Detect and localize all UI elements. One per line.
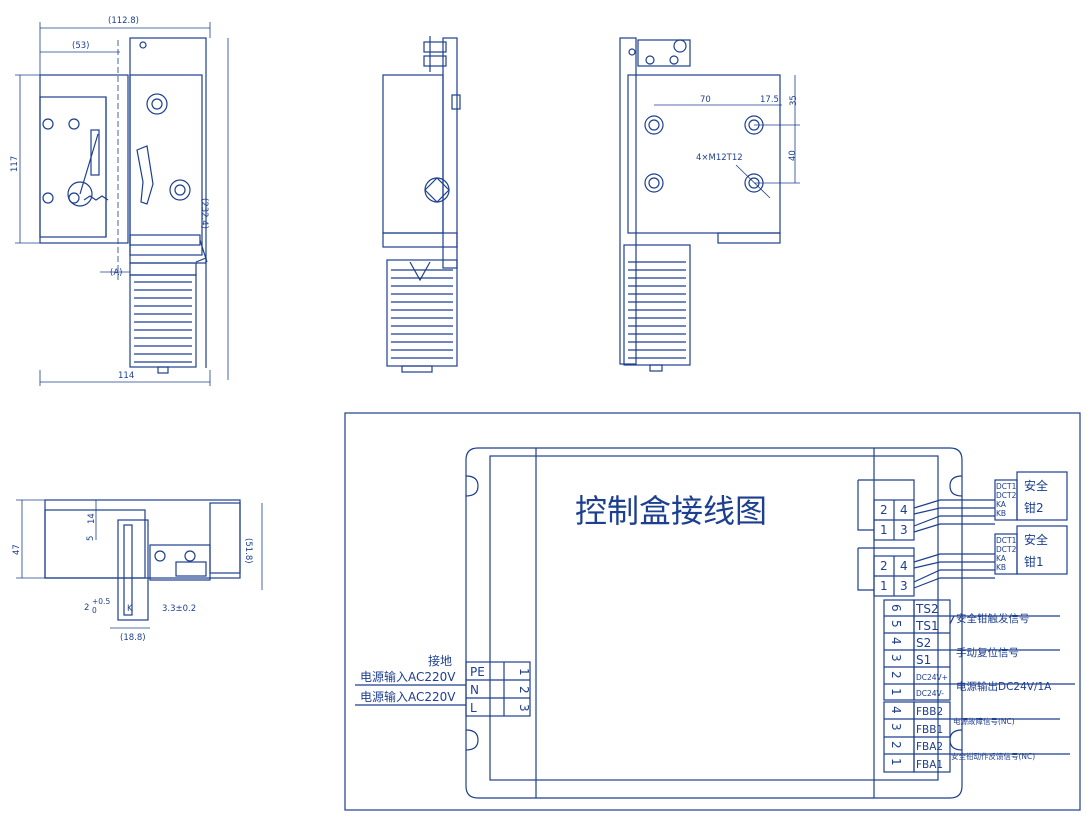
dim-bottom-2: 2 [84, 603, 89, 613]
side-view [382, 36, 461, 373]
clamp2-pin-dct1: DCT1 [996, 482, 1017, 491]
clamp1-conn-3: 3 [900, 579, 908, 593]
clamp1-pin-ka: KA [996, 554, 1007, 563]
fb-terminal-4-num: 4 [889, 706, 903, 714]
terminal-s1: S1 [916, 653, 931, 667]
fb-terminal-1-num: 1 [889, 758, 903, 766]
clamp1-connector: 4 3 2 1 DCT1 DCT2 KA KB 安全 钳1 [857, 525, 1068, 597]
feedback-terminal-block: 4 3 2 1 FBB2 FBB1 FBA2 FBA1 [883, 701, 951, 773]
dim-bottom-14: 14 [87, 513, 97, 524]
dim-front-a: (A) [110, 268, 122, 278]
clamp2-pin-dct2: DCT2 [996, 491, 1017, 500]
terminal-1-num: 1 [889, 688, 903, 696]
terminal-dc24v-minus: DC24V- [916, 689, 944, 698]
signal-terminal-block: 6 5 4 3 2 1 TS2 TS1 S2 S1 DC24V+ DC24V- [883, 599, 951, 701]
fb-terminal-fba2: FBA2 [916, 741, 943, 753]
dim-bottom-2-lower: 0 [92, 606, 97, 615]
clamp2-pin-ka: KA [996, 500, 1007, 509]
front-spring [129, 257, 207, 374]
dim-bottom-3-3: 3.3±0.2 [162, 604, 196, 614]
clamp1-conn-4: 4 [900, 559, 908, 573]
power-in-1-label: 电源输入AC220V [360, 669, 456, 684]
terminal-2-num: 2 [889, 671, 903, 679]
terminal-5-num: 5 [889, 620, 903, 628]
terminal-dc24v-plus: DC24V+ [916, 673, 948, 682]
dim-bottom-k: K [127, 604, 133, 614]
power-terminal-block [465, 661, 531, 717]
signal-power-out: 电源输出DC24V/1A [956, 680, 1052, 693]
power-terminal-2: 2 [517, 686, 531, 694]
dim-rear-40: 40 [788, 150, 798, 161]
terminal-3-num: 3 [889, 654, 903, 662]
clamp1-label-2: 钳1 [1024, 555, 1044, 569]
dim-front-height: 117 [10, 156, 20, 172]
dim-rear-35: 35 [789, 95, 799, 106]
dim-bottom-51-8: (51.8) [243, 538, 253, 564]
rear-spring [623, 244, 691, 372]
clamp1-conn-1: 1 [880, 579, 888, 593]
control-box-outline [465, 447, 963, 799]
clamp2-conn-1: 1 [880, 523, 888, 537]
terminal-ts2: TS2 [915, 602, 939, 616]
dim-rear-17-5: 17.5 [760, 95, 779, 105]
dim-front-width: (112.8) [108, 16, 139, 26]
dim-rear-holes: 4×M12T12 [696, 153, 743, 163]
clamp2-label-1: 安全 [1024, 478, 1048, 493]
rear-view: 70 17.5 35 40 4×M12T12 [619, 37, 800, 372]
wiring-title: 控制盒接线图 [575, 492, 767, 530]
dim-bottom-18-8: (18.8) [120, 633, 146, 643]
power-in-2-label: 电源输入AC220V [360, 689, 456, 704]
clamp2-connector: 4 3 2 1 DCT1 DCT2 KA KB 安全 钳2 [857, 471, 1068, 541]
signal-reset: 手动复位信号 [956, 646, 1019, 659]
fb-terminal-fbb2: FBB2 [916, 706, 943, 718]
clamp2-label-2: 钳2 [1024, 501, 1044, 515]
clamp1-label-1: 安全 [1024, 532, 1048, 547]
dim-front-offset: (53) [72, 41, 89, 51]
dim-bottom-5: 5 [86, 536, 96, 541]
signal-action-feedback: 安全钳动作反馈信号(NC) [951, 751, 1035, 761]
dim-front-total-height: (232.4) [199, 198, 209, 229]
terminal-s2: S2 [916, 636, 931, 650]
wiring-frame [344, 412, 1081, 811]
clamp1-pin-dct2: DCT2 [996, 545, 1017, 554]
power-terminal-l: L [470, 701, 477, 715]
clamp1-pin-dct1: DCT1 [996, 536, 1017, 545]
signal-fault: 电源故障信号(NC) [953, 716, 1015, 726]
dim-rear-70: 70 [700, 95, 711, 105]
front-view: (112.8) (53) 117 (232.4) 114 (A) [10, 16, 229, 386]
signal-trigger: 安全钳触发信号 [956, 612, 1030, 625]
fb-terminal-2-num: 2 [889, 741, 903, 749]
clamp2-conn-3: 3 [900, 523, 908, 537]
clamp1-pin-kb: KB [996, 563, 1006, 572]
clamp2-conn-2: 2 [880, 503, 888, 517]
dim-bottom-47: 47 [12, 544, 22, 555]
wiring-diagram: 控制盒接线图 接地 电源输入AC220V 电源输入AC220V PE N L 1… [344, 412, 1081, 811]
clamp1-conn-2: 2 [880, 559, 888, 573]
power-terminal-n: N [470, 683, 479, 697]
dim-front-base: 114 [118, 371, 134, 381]
terminal-6-num: 6 [889, 604, 903, 612]
bottom-view: 47 5 14 (51.8) 2 +0.5 0 K 3.3±0.2 (18.8) [12, 499, 263, 643]
fb-terminal-fba1: FBA1 [916, 759, 943, 771]
terminal-ts1: TS1 [915, 619, 939, 633]
clamp2-conn-4: 4 [900, 503, 908, 517]
clamp2-pin-kb: KB [996, 509, 1006, 518]
dim-bottom-2-upper: +0.5 [92, 597, 110, 606]
side-spring [386, 259, 458, 373]
power-terminal-3: 3 [517, 704, 531, 712]
fb-terminal-3-num: 3 [889, 723, 903, 731]
fb-terminal-fbb1: FBB1 [916, 724, 943, 736]
power-terminal-pe: PE [470, 665, 485, 679]
power-terminal-1: 1 [517, 668, 531, 676]
terminal-4-num: 4 [889, 637, 903, 645]
ground-label: 接地 [428, 653, 452, 668]
